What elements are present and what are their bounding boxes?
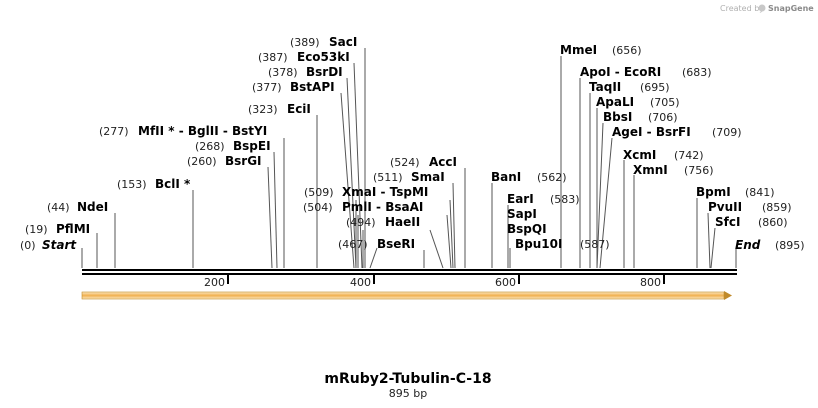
site-name[interactable]: Bpu10I: [515, 237, 562, 251]
site-name[interactable]: XmaI - TspMI: [342, 185, 428, 199]
cut-line-bsrdi: [346, 77, 357, 269]
site-name[interactable]: AccI: [429, 155, 457, 169]
cut-site-lines: [81, 48, 737, 269]
ruler: 200 400 600 800: [204, 275, 665, 289]
site-pos: (709): [712, 126, 742, 139]
site-pos: (524): [390, 156, 420, 169]
snapgene-logo-icon: [758, 4, 766, 12]
start-position: (0): [20, 239, 36, 252]
cut-line-bstapi: [340, 92, 355, 269]
feature-arrowhead-icon: [724, 291, 732, 300]
site-pos: (583): [550, 193, 580, 206]
watermark-brand: SnapGene: [768, 4, 814, 13]
site-name[interactable]: XmnI: [633, 163, 668, 177]
cut-line-bseri: [369, 247, 378, 269]
site-pos: (504): [303, 201, 333, 214]
site-name[interactable]: EciI: [287, 102, 311, 116]
site-pos: (587): [580, 238, 610, 251]
site-name[interactable]: MfII * - BglII - BstYI: [138, 124, 267, 138]
sequence-length: 895 bp: [389, 387, 427, 400]
site-name[interactable]: BstAPI: [290, 80, 335, 94]
site-pos: (268): [195, 140, 225, 153]
site-pos: (695): [640, 81, 670, 94]
site-name[interactable]: BspEI: [233, 139, 271, 153]
site-pos: (44): [47, 201, 70, 214]
site-pos: (859): [762, 201, 792, 214]
site-name[interactable]: PmlI - BsaAI: [342, 200, 423, 214]
site-name[interactable]: BsrDI: [306, 65, 343, 79]
site-pos: (511): [373, 171, 403, 184]
site-labels: (19) PflMI (44) NdeI (153) BclI * (260) …: [25, 35, 792, 251]
site-pos: (494): [346, 216, 376, 229]
cut-line-bsrgi: [267, 166, 273, 269]
site-name[interactable]: ApoI - EcoRI: [580, 65, 661, 79]
cut-line-bsaai: [446, 214, 452, 269]
site-name[interactable]: BbsI: [603, 110, 632, 124]
site-pos: (277): [99, 125, 129, 138]
cut-line-bbsi: [596, 122, 604, 269]
site-pos: (841): [745, 186, 775, 199]
site-name[interactable]: BpmI: [696, 185, 731, 199]
site-name[interactable]: TaqII: [589, 80, 621, 94]
site-pos: (656): [612, 44, 642, 57]
site-name[interactable]: EarI: [507, 192, 534, 206]
site-name[interactable]: SacI: [329, 35, 357, 49]
sequence-title: mRuby2-Tubulin-C-18: [324, 371, 491, 387]
cut-line-tspmi: [449, 199, 454, 269]
site-pos: (509): [304, 186, 334, 199]
site-name[interactable]: BsrGI: [225, 154, 262, 168]
site-pos: (562): [537, 171, 567, 184]
site-pos: (378): [268, 66, 298, 79]
site-pos: (260): [187, 155, 217, 168]
site-name[interactable]: ApaLI: [596, 95, 634, 109]
ruler-label-600: 600: [495, 276, 516, 289]
end-position: (895): [775, 239, 805, 252]
feature-arrow[interactable]: [81, 291, 732, 300]
site-name[interactable]: AgeI - BsrFI: [612, 125, 691, 139]
cut-line-agei: [599, 137, 613, 269]
site-pos: (742): [674, 149, 704, 162]
site-name[interactable]: SapI: [507, 207, 537, 221]
site-name[interactable]: BanI: [491, 170, 521, 184]
site-pos: (389): [290, 36, 320, 49]
cut-line-bspei: [273, 151, 278, 269]
cut-line-pvuii: [707, 212, 711, 269]
site-pos: (706): [648, 111, 678, 124]
cut-line-smai: [452, 182, 456, 269]
site-name[interactable]: PflMI: [56, 222, 90, 236]
site-pos: (860): [758, 216, 788, 229]
start-label: Start: [42, 238, 77, 252]
site-pos: (683): [682, 66, 712, 79]
site-name[interactable]: BclI *: [155, 177, 191, 191]
site-pos: (19): [25, 223, 48, 236]
feature-bar: [81, 291, 725, 300]
cut-line-eco53ki: [353, 62, 363, 269]
site-name[interactable]: BseRI: [377, 237, 415, 251]
ruler-label-800: 800: [640, 276, 661, 289]
site-pos: (467): [338, 238, 368, 251]
site-pos: (756): [684, 164, 714, 177]
site-pos: (705): [650, 96, 680, 109]
site-name[interactable]: MmeI: [560, 43, 597, 57]
site-name[interactable]: NdeI: [77, 200, 108, 214]
cut-line-haeii: [429, 229, 444, 269]
site-name[interactable]: SfcI: [715, 215, 740, 229]
site-name[interactable]: SmaI: [411, 170, 445, 184]
ruler-label-200: 200: [204, 276, 225, 289]
site-name[interactable]: HaeII: [385, 215, 420, 229]
cut-line-sfci: [710, 227, 716, 269]
site-pos: (387): [258, 51, 288, 64]
site-name[interactable]: XcmI: [623, 148, 656, 162]
site-pos: (377): [252, 81, 282, 94]
site-name[interactable]: PvuII: [708, 200, 742, 214]
ruler-label-400: 400: [350, 276, 371, 289]
site-pos: (323): [248, 103, 278, 116]
end-label: End: [735, 238, 761, 252]
site-name[interactable]: BspQI: [507, 222, 547, 236]
watermark-prefix: Created by: [720, 4, 764, 13]
site-pos: (153): [117, 178, 147, 191]
site-name[interactable]: Eco53kI: [297, 50, 350, 64]
